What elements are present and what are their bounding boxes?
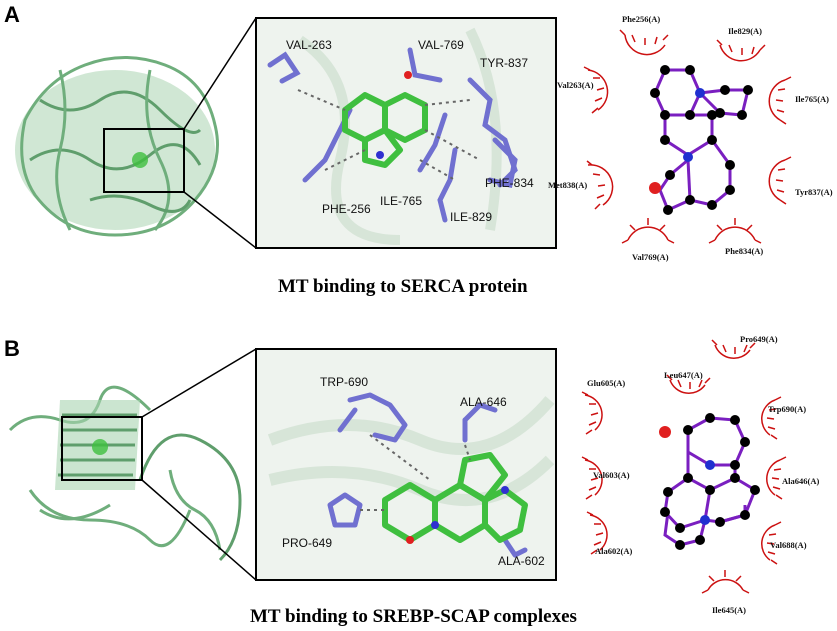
ligplot-residue-label: Val263(A) — [557, 80, 594, 90]
ligplot-residue-label: Phe834(A) — [725, 246, 764, 256]
caption-a: MT binding to SERCA protein — [278, 276, 528, 297]
residue-label: TYR-837 — [480, 56, 529, 70]
ligplot-residue-label: Met838(A) — [548, 180, 588, 190]
ligplot-residue-label: Val769(A) — [632, 252, 669, 262]
residue-label: VAL-263 — [286, 38, 332, 52]
ligplot-residue-label: Trp690(A) — [768, 404, 807, 414]
protein-overview-a — [15, 56, 219, 237]
residue-label: PHE-256 — [322, 202, 371, 216]
ligplot-residue-label: Leu647(A) — [664, 370, 703, 380]
zoom-b-molecule — [267, 392, 555, 558]
ligplot-residue-label: Val688(A) — [770, 540, 807, 550]
ligplot-residue-label: Ala602(A) — [595, 546, 633, 556]
residue-label: PRO-649 — [282, 536, 333, 550]
panel-letter-b: B — [4, 336, 20, 361]
ligplot-residue-label: Ala646(A) — [782, 476, 820, 486]
ligplot-residue-label: Pro649(A) — [740, 334, 778, 344]
ligplot-a — [649, 65, 753, 215]
residue-label: ILE-829 — [450, 210, 493, 224]
focus-box-b — [61, 416, 143, 481]
residue-label: ILE-765 — [380, 194, 423, 208]
zoom-box-b — [255, 348, 557, 581]
panel-letter-a: A — [4, 2, 20, 27]
zoom-a-molecule — [267, 27, 518, 245]
ligplot-b — [659, 413, 760, 550]
ligplot-residue-label: Val603(A) — [593, 470, 630, 480]
protein-overview-b — [8, 385, 242, 562]
hydrophobic-arcs-b — [581, 339, 787, 594]
residue-label: ALA-602 — [498, 554, 545, 568]
ligplot-residue-label: Phe256(A) — [622, 14, 661, 24]
caption-b: MT binding to SREBP-SCAP complexes — [250, 606, 577, 627]
ligplot-residue-label: Ile765(A) — [795, 94, 829, 104]
ligplot-residue-label: Ile829(A) — [728, 26, 762, 36]
focus-box-a — [103, 128, 185, 193]
residue-label: ALA-646 — [460, 395, 507, 409]
residue-label: PHE-834 — [485, 176, 534, 190]
ligplot-residue-label: Tyr837(A) — [795, 187, 833, 197]
ligplot-residue-label: Ile645(A) — [712, 605, 746, 615]
hydrophobic-arcs-a — [583, 29, 792, 244]
residue-label: VAL-769 — [418, 38, 464, 52]
residue-label: TRP-690 — [320, 375, 369, 389]
ligplot-residue-label: Glu605(A) — [587, 378, 626, 388]
zoom-box-a — [255, 17, 557, 249]
